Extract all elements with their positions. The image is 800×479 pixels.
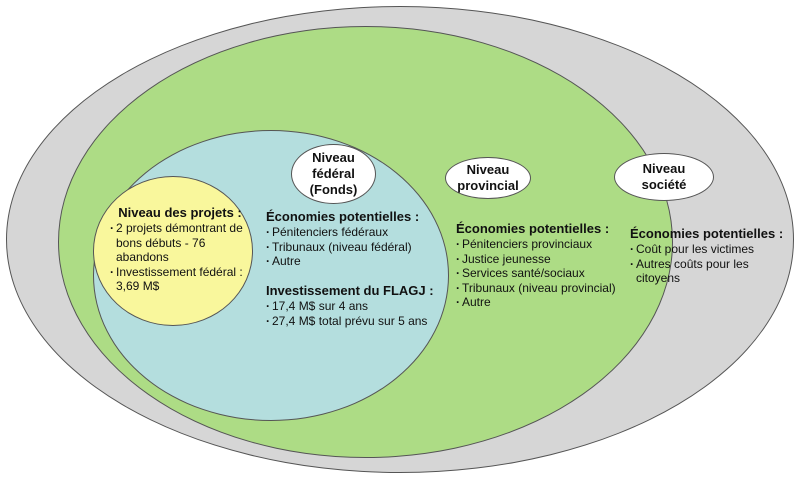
federal-savings-item: Tribunaux (niveau fédéral) [266, 240, 441, 255]
projects-list: 2 projets démontrant de bons débuts - 76… [110, 221, 250, 294]
provincial-savings-heading: Économies potentielles : [456, 221, 610, 236]
federal-level-label: Niveau fédéral (Fonds) [291, 144, 376, 204]
provincial-savings-block: Économies potentielles : Pénitenciers pr… [456, 221, 626, 310]
projects-block: Niveau des projets : 2 projets démontran… [110, 205, 250, 294]
federal-savings-item: Autre [266, 254, 441, 269]
society-level-label-text: Niveau société [641, 161, 687, 192]
society-level-label: Niveau société [614, 153, 714, 201]
provincial-savings-item: Services santé/sociaux [456, 266, 626, 281]
provincial-savings-item: Pénitenciers provinciaux [456, 237, 626, 252]
federal-investment-item: 27,4 M$ total prévu sur 5 ans [266, 314, 441, 329]
projects-item: 2 projets démontrant de bons débuts - 76… [110, 221, 250, 265]
federal-savings-list: Pénitenciers fédéraux Tribunaux (niveau … [266, 225, 441, 269]
federal-savings-item: Pénitenciers fédéraux [266, 225, 441, 240]
federal-investment-heading: Investissement du FLAGJ : [266, 283, 434, 298]
provincial-level-label: Niveau provincial [445, 157, 531, 199]
provincial-savings-item: Autre [456, 295, 626, 310]
society-savings-item: Autres coûts pour les citoyens [630, 257, 790, 286]
federal-level-label-text: Niveau fédéral (Fonds) [309, 150, 358, 197]
federal-investment-block: Investissement du FLAGJ : 17,4 M$ sur 4 … [266, 283, 441, 328]
society-savings-block: Économies potentielles : Coût pour les v… [630, 226, 790, 286]
projects-item: Investissement fédéral : 3,69 M$ [110, 265, 250, 294]
society-savings-list: Coût pour les victimes Autres coûts pour… [630, 242, 790, 286]
provincial-level-label-text: Niveau provincial [457, 162, 519, 193]
society-savings-item: Coût pour les victimes [630, 242, 790, 257]
provincial-savings-list: Pénitenciers provinciaux Justice jeuness… [456, 237, 626, 310]
society-savings-heading: Économies potentielles : [630, 226, 784, 241]
federal-investment-list: 17,4 M$ sur 4 ans 27,4 M$ total prévu su… [266, 299, 441, 328]
projects-heading: Niveau des projets : [118, 205, 242, 220]
federal-investment-item: 17,4 M$ sur 4 ans [266, 299, 441, 314]
federal-savings-block: Économies potentielles : Pénitenciers fé… [266, 209, 441, 269]
federal-savings-heading: Économies potentielles : [266, 209, 420, 224]
provincial-savings-item: Tribunaux (niveau provincial) [456, 281, 626, 296]
provincial-savings-item: Justice jeunesse [456, 252, 626, 267]
